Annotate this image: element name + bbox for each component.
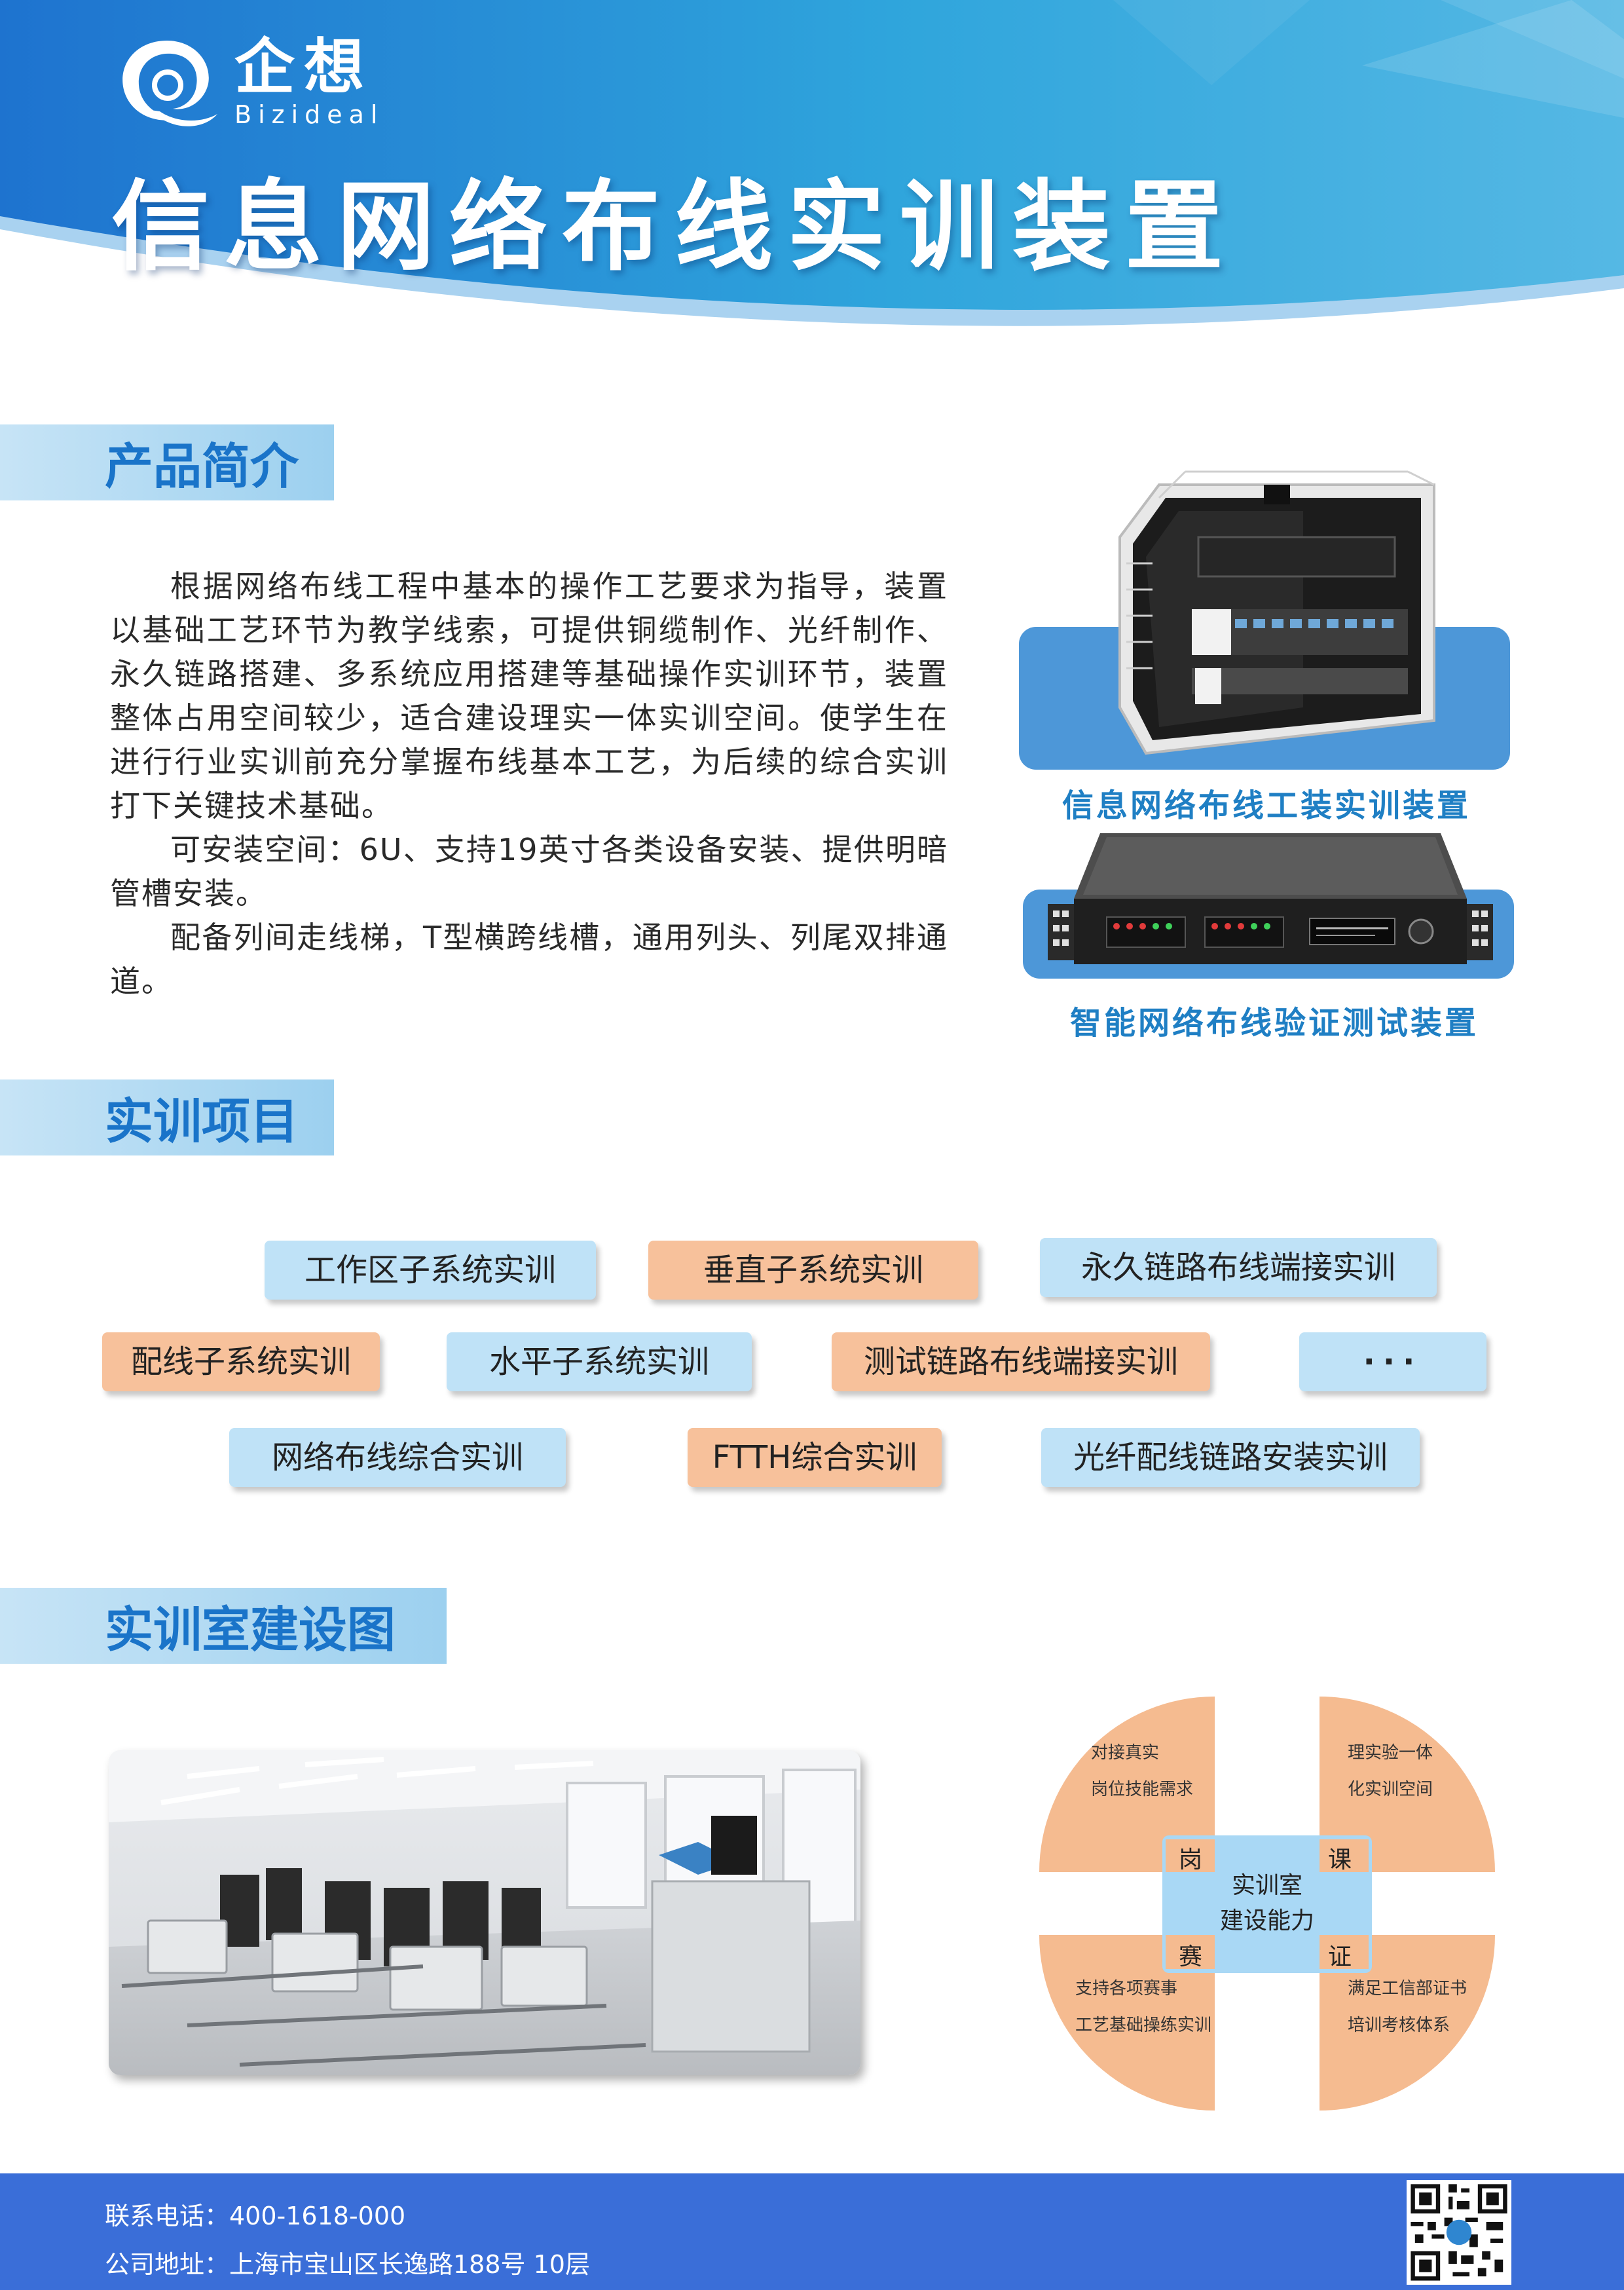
project-tag: 永久链路布线端接实训 (1040, 1238, 1437, 1297)
page-title: 信息网络布线实训装置 (111, 170, 1238, 284)
brand-logo-icon (122, 41, 217, 126)
project-tag: 测试链路布线端接实训 (832, 1332, 1210, 1391)
section-heading-projects: 实训项目 (0, 1079, 334, 1155)
diagram-key-br: 证 (1328, 1943, 1352, 1970)
intro-paragraph: 可安装空间：6U、支持19英寸各类设备安装、提供明暗管槽安装。 (110, 832, 948, 911)
diagram-text-bl: 支持各项赛事 (1075, 1979, 1178, 1999)
footer: 联系电话：400-1618-000 公司地址：上海市宝山区长逸路188号 10层 (0, 2173, 1624, 2290)
brand-name-cn: 企想 (234, 32, 374, 102)
intro-paragraph: 根据网络布线工程中基本的操作工艺要求为指导，装置以基础工艺环节为教学线索，可提供… (110, 569, 948, 823)
training-cabinet-image (1118, 470, 1435, 755)
project-tag: 垂直子系统实训 (648, 1241, 978, 1300)
intro-paragraph: 配备列间走线梯，T型横跨线槽，通用列头、列尾双排通道。 (110, 920, 948, 999)
section-heading-lab: 实训室建设图 (0, 1588, 447, 1664)
diagram-text-tr: 化实训空间 (1348, 1780, 1433, 1799)
project-tag: 光纤配线链路安装实训 (1041, 1428, 1420, 1487)
diagram-key-bl: 赛 (1179, 1943, 1203, 1970)
project-tag: 配线子系统实训 (102, 1332, 380, 1391)
project-tag: 水平子系统实训 (447, 1332, 752, 1391)
diagram-text-br: 培训考核体系 (1348, 2016, 1450, 2035)
product-1-caption: 信息网络布线工装实训装置 (1062, 787, 1471, 824)
capability-diagram: 对接真实 岗位技能需求 理实验一体 化实训空间 支持各项赛事 工艺基础操练实训 … (1035, 1697, 1500, 2116)
capability-diagram-graphic (1039, 1697, 1495, 2111)
lab-photo (109, 1750, 860, 2075)
diagram-text-tr: 理实验一体 (1348, 1743, 1433, 1763)
project-tag: 网络布线综合实训 (229, 1428, 566, 1487)
diagram-text-br: 满足工信部证书 (1348, 1979, 1467, 1999)
diagram-key-tr: 课 (1328, 1847, 1352, 1873)
intro-text: 根据网络布线工程中基本的操作工艺要求为指导，装置以基础工艺环节为教学线索，可提供… (110, 565, 948, 1004)
brand-name-en: Bizideal (234, 100, 384, 129)
project-tag: FTTH综合实训 (688, 1428, 942, 1487)
diagram-center-line: 实训室 (1231, 1872, 1302, 1899)
footer-phone: 联系电话：400-1618-000 (105, 2202, 406, 2230)
project-tag: 工作区子系统实训 (265, 1241, 596, 1300)
section-heading-lab-label: 实训室建设图 (105, 1602, 396, 1659)
section-heading-intro-label: 产品简介 (105, 438, 299, 495)
test-device-image (1048, 833, 1493, 964)
diagram-text-tl: 岗位技能需求 (1091, 1780, 1194, 1799)
header-banner: 企想 Bizideal 信息网络布线实训装置 (0, 0, 1624, 367)
section-heading-intro: 产品简介 (0, 424, 334, 500)
footer-address: 公司地址：上海市宝山区长逸路188号 10层 (105, 2250, 590, 2279)
diagram-text-bl: 工艺基础操练实训 (1075, 2016, 1212, 2035)
section-heading-projects-label: 实训项目 (105, 1093, 299, 1150)
diagram-key-tl: 岗 (1179, 1847, 1203, 1873)
qr-code-icon (1407, 2180, 1511, 2285)
product-2-caption: 智能网络布线验证测试装置 (1070, 1005, 1479, 1042)
project-tag: ··· (1299, 1332, 1486, 1391)
header-background (0, 0, 1624, 326)
brand-logo: 企想 Bizideal (111, 33, 384, 131)
diagram-text-tl: 对接真实 (1091, 1743, 1160, 1763)
lab-photo-image (109, 1750, 860, 2075)
diagram-center-line: 建设能力 (1219, 1907, 1314, 1934)
